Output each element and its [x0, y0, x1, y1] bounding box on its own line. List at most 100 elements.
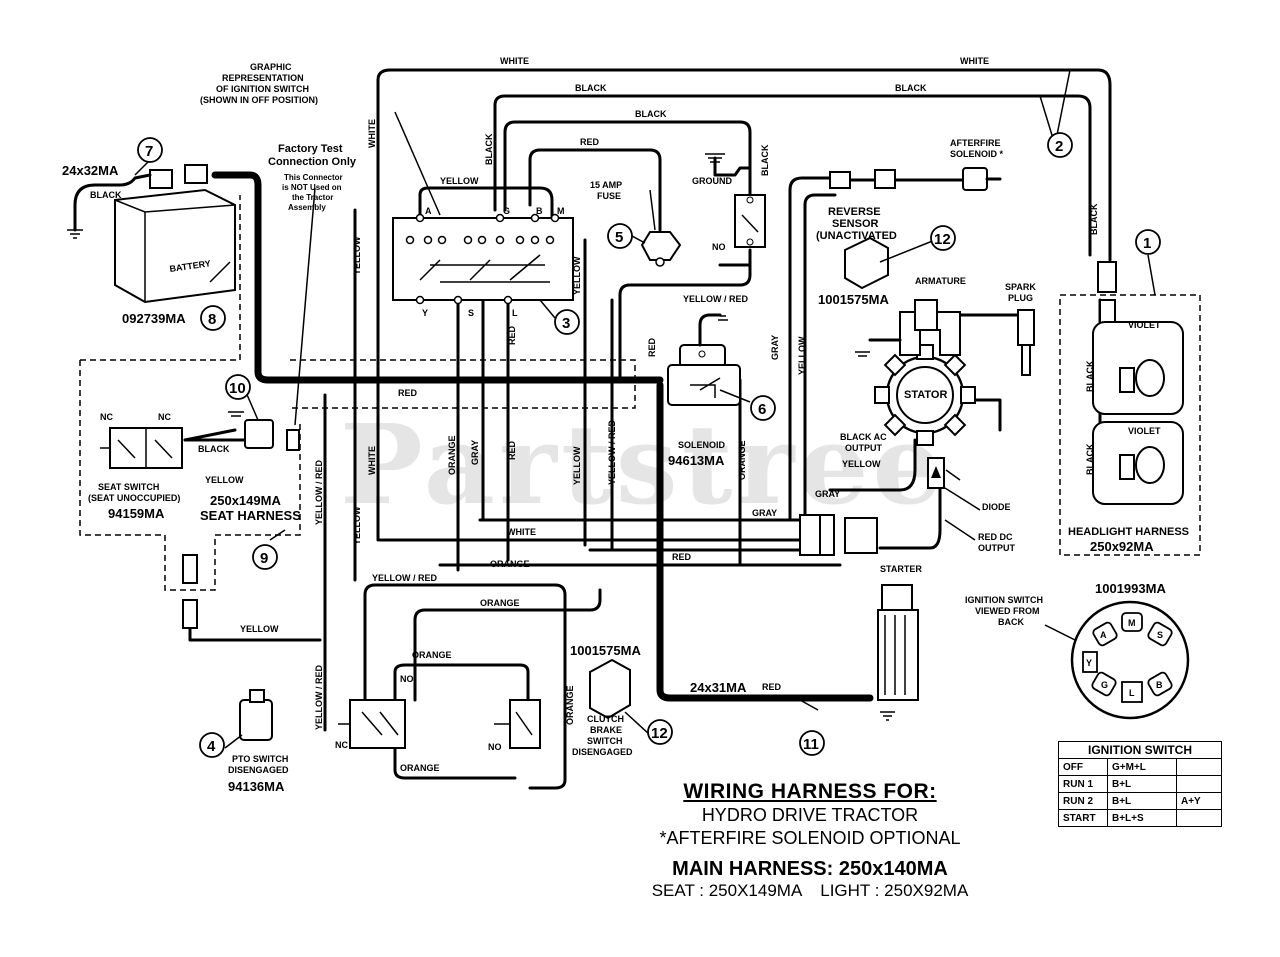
wire-label-red-2: RED [398, 388, 418, 398]
wire-label-yellow-red-v3: YELLOW / RED [314, 665, 324, 731]
seat-connector [228, 411, 300, 451]
back-terminal-s: S [1157, 630, 1163, 640]
wire-yellow-engine [803, 193, 837, 532]
wire-label-orange-v2: ORANGE [737, 440, 747, 480]
pto-schematic [338, 699, 406, 749]
seat-switch-label-1: SEAT SWITCH [98, 482, 159, 492]
wire-label-red-1: RED [580, 137, 600, 147]
table-cell-pos: RUN 2 [1058, 792, 1108, 810]
label-red-starter: RED [762, 682, 782, 692]
wire-black-seat [183, 428, 237, 442]
wire-stator-ground [973, 398, 1002, 432]
black-ac-label-1: BLACK AC [840, 432, 887, 442]
callout-8: 8 [208, 311, 216, 328]
pto-switch-body [239, 689, 273, 741]
seat-switch-code: 94159MA [108, 506, 165, 521]
pto-no: NO [400, 674, 414, 684]
wire-label-black-v3: BLACK [1089, 203, 1099, 235]
ground-switch [705, 138, 766, 248]
label-yellow-stator: YELLOW [842, 459, 881, 469]
reverse-sensor-body [844, 236, 889, 290]
seat-harness-label: SEAT HARNESS [200, 508, 301, 523]
afterfire-label-2: SOLENOID * [950, 149, 1004, 159]
callout-7: 7 [145, 143, 153, 160]
callout-1: 1 [1143, 235, 1151, 252]
wire-orange-bottom [413, 588, 602, 702]
back-terminal-m: M [1128, 618, 1136, 628]
terminal-l: L [512, 308, 518, 318]
watermark: Partstree [340, 400, 947, 529]
ignition-switch-back: A M S Y G L B [1070, 600, 1190, 720]
note-ignview-3: BACK [998, 617, 1024, 627]
reverse-code: 1001575MA [818, 292, 889, 307]
table-cell-pos: START [1058, 809, 1108, 827]
spark-plug-label-2: PLUG [1008, 293, 1033, 303]
seat-plug-1 [182, 554, 198, 584]
label-ground: GROUND [692, 176, 732, 186]
headlight-code: 250x92MA [1090, 539, 1154, 554]
wire-label-black-v: BLACK [484, 133, 494, 165]
table-cell-extra [1176, 775, 1222, 793]
callout-9: 9 [260, 550, 268, 567]
wire-label-yellow-v1: YELLOW [352, 236, 362, 275]
back-terminal-g: G [1101, 680, 1108, 690]
starter-cable-code: 24x31MA [690, 680, 747, 695]
wire-label-black-v2: BLACK [760, 144, 770, 176]
terminal-g: G [503, 206, 510, 216]
clutch-label-2: BRAKE [590, 725, 622, 735]
diode-body [927, 457, 945, 489]
seat-switch-body [100, 427, 183, 469]
note-factory-3: This Connector [284, 173, 343, 182]
headlight-harness-boundary [1059, 294, 1201, 556]
note-factory-5: the Tractor [292, 193, 333, 202]
table-cell-extra [1176, 809, 1222, 827]
wire-label-orange-v1: ORANGE [447, 435, 457, 475]
seat-harness-boundary [79, 195, 301, 591]
wire-label-gray-v2: GRAY [470, 440, 480, 465]
callout-3: 3 [562, 315, 570, 332]
callout-4: 4 [207, 738, 216, 755]
seat-harness-code: 250x149MA [210, 493, 281, 508]
ignition-switch-graphic: A G B M Y S L [392, 206, 574, 318]
title-subtitle-1: HYDRO DRIVE TRACTOR [701, 805, 919, 825]
wire-yellow-red-bottom [363, 583, 567, 790]
seat-nc-1: NC [100, 412, 113, 422]
wire-white-top [376, 68, 1112, 262]
wire-label-gray-v1: GRAY [770, 335, 780, 360]
spark-plug-label-1: SPARK [1005, 282, 1036, 292]
fuse [640, 231, 682, 267]
wire-red-dc [878, 478, 942, 550]
clutch-code: 1001575MA [570, 643, 641, 658]
stator-label: STATOR [904, 389, 947, 401]
wire-label-yellow-red-v1: YELLOW / RED [314, 460, 324, 526]
wire-gray-stator [828, 438, 917, 492]
label-yellow-seat-bottom: YELLOW [240, 624, 279, 634]
wire-label-orange-4: ORANGE [400, 763, 440, 773]
back-terminal-a: A [1100, 630, 1107, 640]
main-connector [799, 514, 878, 556]
table-cell-circuit: G+M+L [1107, 758, 1177, 776]
leader-lines [134, 69, 1156, 749]
seat-plug-2 [182, 599, 198, 629]
reverse-label-3: (UNACTIVATED [816, 230, 897, 242]
wire-red-fuse [528, 148, 662, 232]
terminal-a: A [425, 206, 432, 216]
wire-label-red-3: RED [672, 552, 692, 562]
wire-label-red-v3: RED [507, 440, 517, 460]
wire-label-white-2: WHITE [960, 56, 989, 66]
seat-switch-label-2: (SEAT UNOCCUPIED) [88, 493, 180, 503]
fuse-label-1: 15 AMP [590, 180, 622, 190]
starter-body [877, 584, 919, 721]
note-ignview-2: VIEWED FROM [975, 606, 1040, 616]
wire-battery-main [211, 171, 664, 384]
wire-label-yellow-red-v2: YELLOW / RED [607, 420, 617, 486]
label-no-ground: NO [712, 242, 726, 252]
armature-label: ARMATURE [915, 276, 966, 286]
table-cell-extra: A+Y [1176, 792, 1222, 810]
title-main: WIRING HARNESS FOR: [683, 780, 937, 803]
pto-nc: NC [335, 740, 348, 750]
